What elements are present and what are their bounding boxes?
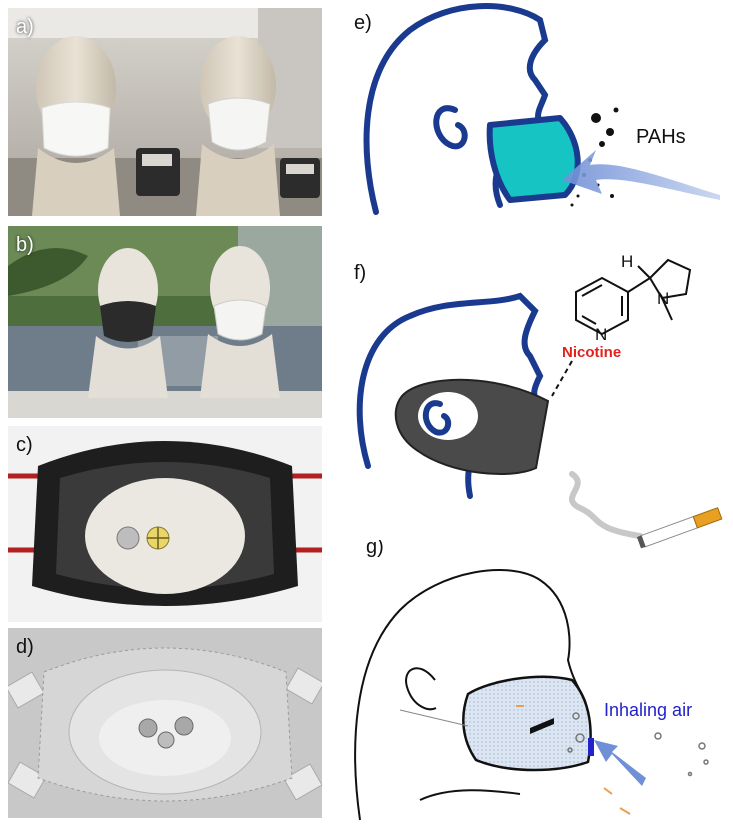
sampler-right	[174, 716, 194, 736]
panel-a-photo: a)	[8, 8, 322, 216]
atom-h-label: H	[621, 252, 634, 271]
sampler-port	[588, 738, 594, 756]
black-mask	[100, 301, 156, 342]
head-profile-outline	[356, 292, 544, 469]
white-valved-mask	[213, 299, 267, 341]
smoke-trail	[569, 471, 643, 539]
surgical-mask	[462, 675, 592, 772]
inhaling-air-label: Inhaling air	[604, 700, 693, 720]
dashed-connector	[551, 360, 573, 397]
panel-label-e: e)	[354, 12, 372, 34]
pahs-label: PAHs	[636, 126, 686, 148]
panel-label-g: g)	[366, 540, 384, 558]
ear-outline	[423, 400, 452, 436]
panel-d-photo: d)	[8, 628, 322, 818]
ear-outline	[433, 105, 468, 150]
panel-g-diagram: g) Inhaling air	[340, 540, 733, 826]
panel-label-a: a)	[16, 16, 34, 38]
sampler-left	[138, 718, 158, 738]
panel-b-photo: b)	[8, 226, 322, 418]
atom-n-pyridine: N	[595, 325, 608, 344]
panel-label-b: b)	[16, 234, 34, 256]
sampler-left	[116, 526, 140, 550]
panel-label-c: c)	[16, 434, 33, 456]
ear-outline	[405, 667, 437, 711]
cigarette-icon	[636, 507, 723, 549]
panel-e-diagram: e) PAHs	[340, 0, 733, 230]
panel-label-f: f)	[354, 262, 367, 284]
head-profile-outline	[363, 3, 553, 215]
panel-label-d: d)	[16, 636, 34, 658]
atom-n-pyrrolidine: N	[657, 289, 670, 308]
panel-c-photo: c)	[8, 426, 322, 622]
nicotine-label: Nicotine	[562, 344, 622, 361]
nicotine-structure	[575, 258, 692, 336]
cyan-mask	[486, 115, 581, 203]
ffp2-mask	[207, 97, 271, 151]
inhale-arrow	[594, 740, 646, 786]
panel-f-diagram: f) H N N Nicotine	[340, 236, 733, 554]
aerosol-particles	[567, 712, 709, 777]
inflow-arrow	[562, 150, 720, 200]
cloth-mask	[41, 101, 111, 157]
